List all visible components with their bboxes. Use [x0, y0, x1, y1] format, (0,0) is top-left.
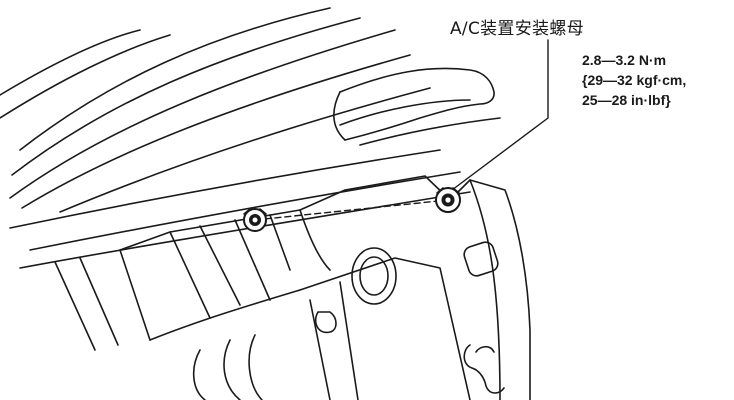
callout-leader-line: [451, 39, 549, 191]
right-nut-icon: [435, 187, 461, 213]
lower-housing: [192, 247, 471, 400]
left-nut-icon: [243, 208, 267, 232]
fastener-connection-line: [254, 199, 449, 221]
upper-flap: [333, 67, 501, 146]
right-side-panel: [449, 179, 531, 400]
torque-in-lbf: 25—28 in·lbf}: [582, 92, 671, 108]
torque-specification: 2.8—3.2 N·m {29—32 kgf·cm, 25—28 in·lbf}: [582, 50, 686, 110]
panel-curves: [0, 7, 431, 213]
lower-edges: [9, 149, 471, 269]
torque-kgf-cm: {29—32 kgf·cm,: [582, 72, 687, 88]
ac-unit-nut-label: A/C装置安装螺母: [450, 19, 584, 39]
mounting-bracket: [54, 175, 451, 351]
torque-nm: 2.8—3.2 N·m: [582, 52, 667, 68]
